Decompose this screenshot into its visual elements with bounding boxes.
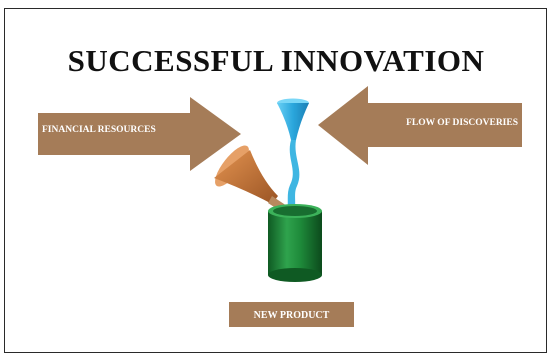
financial-funnel [214,145,290,214]
cylinder-opening [273,206,317,216]
new-product-box: NEW PRODUCT [229,302,354,327]
product-cylinder [268,204,322,282]
orange-funnel-cone [214,150,278,204]
discovery-funnel [277,98,309,212]
diagram-frame [4,8,547,353]
right-arrow-shape [318,86,522,165]
left-arrow-label: FINANCIAL RESOURCES [42,125,156,135]
cylinder-bottom [268,268,322,282]
right-arrow-label: FLOW OF DISCOVERIES [406,118,518,128]
financial-resources-arrow: FINANCIAL RESOURCES [38,97,241,171]
blue-funnel-cone [277,103,309,140]
cylinder-body [268,211,322,275]
new-product-label: NEW PRODUCT [254,310,330,321]
flow-of-discoveries-arrow: FLOW OF DISCOVERIES [318,86,522,165]
left-arrow-shape [38,97,241,171]
blue-stream [287,140,300,212]
new-product-background [229,302,354,327]
diagram-title: SUCCESSFUL INNOVATION [67,43,485,78]
